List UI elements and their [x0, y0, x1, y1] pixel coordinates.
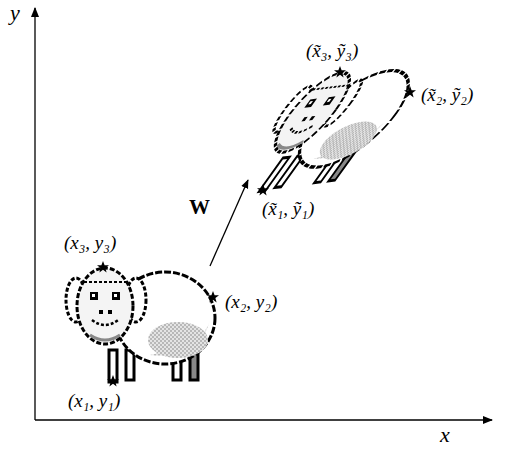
point-star — [97, 261, 109, 272]
point-star — [334, 66, 346, 77]
point-label: (x̃₃, ỹ₃) — [306, 40, 358, 62]
transform-arrow — [210, 180, 248, 266]
point-label: (x₃, y₃) — [64, 232, 116, 254]
y-axis — [34, 8, 35, 420]
axis-label: y — [10, 2, 20, 24]
point-star — [107, 375, 119, 386]
point-star — [257, 184, 269, 195]
transform-label: W — [189, 196, 210, 218]
point-label: (x₁, y₁) — [68, 390, 120, 412]
point-label: (x̃₂, ỹ₂) — [421, 84, 473, 106]
axis-label: x — [440, 424, 450, 446]
point-label: (x̃₁, ỹ₁) — [262, 198, 314, 220]
x-axis — [35, 419, 492, 420]
point-label: (x₂, y₂) — [225, 291, 277, 313]
sheep-transformed — [223, 61, 434, 195]
point-star — [404, 86, 416, 97]
point-star — [207, 291, 219, 302]
sheep-original — [66, 268, 215, 382]
